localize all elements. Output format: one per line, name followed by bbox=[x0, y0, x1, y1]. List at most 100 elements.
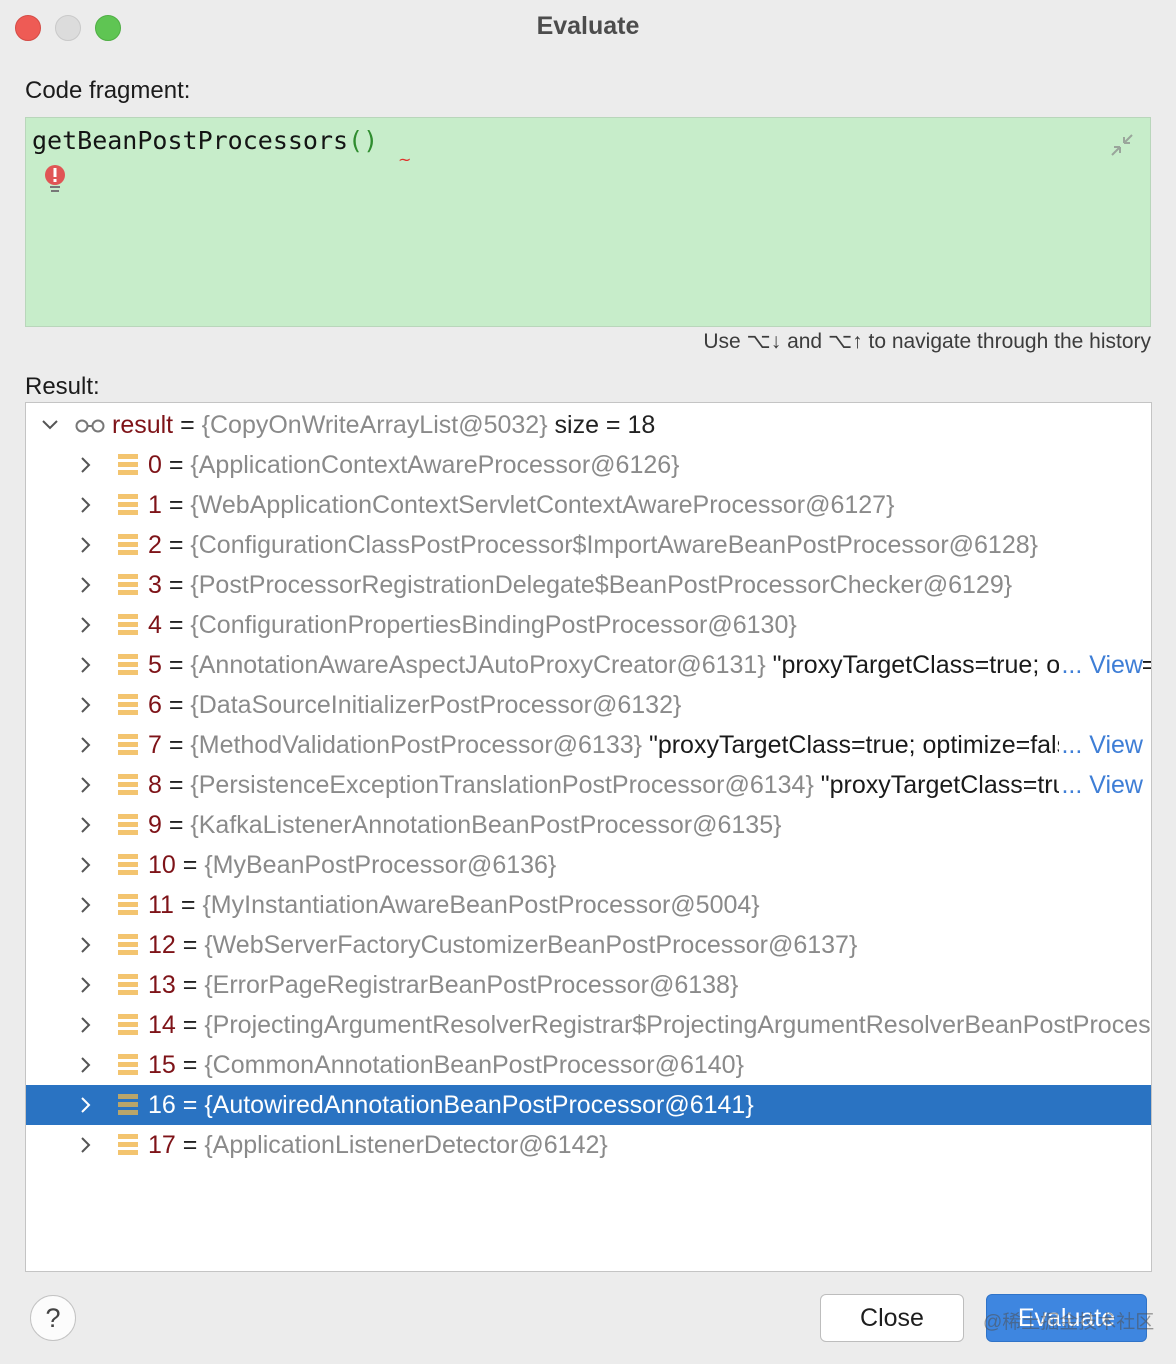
row-index: 17 bbox=[148, 1131, 176, 1159]
row-eq: = bbox=[173, 891, 203, 919]
evaluate-button[interactable]: Evaluate bbox=[986, 1294, 1147, 1342]
row-index: 4 bbox=[148, 611, 162, 639]
root-value: {CopyOnWriteArrayList@5032} bbox=[201, 411, 548, 439]
row-value: {MyInstantiationAwareBeanPostProcessor@5… bbox=[202, 891, 760, 919]
tree-row[interactable]: 14 = {ProjectingArgumentResolverRegistra… bbox=[26, 1005, 1151, 1045]
field-list-icon bbox=[118, 574, 138, 595]
row-eq: = bbox=[161, 531, 191, 559]
row-value: {DataSourceInitializerPostProcessor@6132… bbox=[190, 691, 682, 719]
row-eq: = bbox=[161, 651, 191, 679]
tree-row[interactable]: 17 = {ApplicationListenerDetector@6142} bbox=[26, 1125, 1151, 1165]
view-link[interactable]: ... View bbox=[1059, 651, 1143, 680]
collapse-arrows-icon[interactable] bbox=[1109, 132, 1135, 158]
row-index: 3 bbox=[148, 571, 162, 599]
tree-row[interactable]: 8 = {PersistenceExceptionTranslationPost… bbox=[26, 765, 1151, 805]
field-list-icon bbox=[118, 934, 138, 955]
row-text: 6 = {DataSourceInitializerPostProcessor@… bbox=[148, 691, 681, 720]
tree-row[interactable]: 13 = {ErrorPageRegistrarBeanPostProcesso… bbox=[26, 965, 1151, 1005]
row-value: {AutowiredAnnotationBeanPostProcessor@61… bbox=[204, 1091, 754, 1119]
code-fragment-label: Code fragment: bbox=[25, 77, 191, 104]
row-text: 13 = {ErrorPageRegistrarBeanPostProcesso… bbox=[148, 971, 738, 1000]
window-zoom-button[interactable] bbox=[95, 15, 121, 41]
field-list-icon bbox=[118, 814, 138, 835]
row-eq: = bbox=[161, 771, 191, 799]
chevron-right-icon[interactable] bbox=[76, 895, 96, 915]
tree-row[interactable]: 9 = {KafkaListenerAnnotationBeanPostProc… bbox=[26, 805, 1151, 845]
row-string-value: "proxyTargetClass=true" bbox=[813, 771, 1090, 799]
tree-row[interactable]: 11 = {MyInstantiationAwareBeanPostProces… bbox=[26, 885, 1151, 925]
row-text: 12 = {WebServerFactoryCustomizerBeanPost… bbox=[148, 931, 857, 960]
row-text: 9 = {KafkaListenerAnnotationBeanPostProc… bbox=[148, 811, 781, 840]
row-value: {WebServerFactoryCustomizerBeanPostProce… bbox=[204, 931, 858, 959]
tree-row[interactable]: 16 = {AutowiredAnnotationBeanPostProcess… bbox=[26, 1085, 1151, 1125]
field-list-icon bbox=[118, 654, 138, 675]
row-index: 8 bbox=[148, 771, 162, 799]
row-text: 7 = {MethodValidationPostProcessor@6133}… bbox=[148, 731, 1092, 760]
row-eq: = bbox=[175, 851, 205, 879]
field-list-icon bbox=[118, 734, 138, 755]
chevron-down-icon[interactable] bbox=[40, 415, 60, 435]
tree-row[interactable]: 7 = {MethodValidationPostProcessor@6133}… bbox=[26, 725, 1151, 765]
view-link[interactable]: ... View bbox=[1059, 731, 1143, 760]
window-close-button[interactable] bbox=[15, 15, 41, 41]
row-index: 5 bbox=[148, 651, 162, 679]
tree-row[interactable]: 6 = {DataSourceInitializerPostProcessor@… bbox=[26, 685, 1151, 725]
row-eq: = bbox=[161, 571, 191, 599]
chevron-right-icon[interactable] bbox=[76, 615, 96, 635]
code-fragment-editor[interactable]: getBeanPostProcessors() ~ bbox=[25, 117, 1151, 327]
tree-row[interactable]: 3 = {PostProcessorRegistrationDelegate$B… bbox=[26, 565, 1151, 605]
root-size: size = 18 bbox=[547, 411, 656, 439]
view-link[interactable]: ... View bbox=[1059, 771, 1143, 800]
watermark: @稀土掘金技术社区 bbox=[983, 1312, 1155, 1333]
result-label: Result: bbox=[25, 373, 100, 400]
row-index: 10 bbox=[148, 851, 176, 879]
row-value: {KafkaListenerAnnotationBeanPostProcesso… bbox=[190, 811, 782, 839]
chevron-right-icon[interactable] bbox=[76, 1015, 96, 1035]
help-button[interactable]: ? bbox=[30, 1295, 76, 1341]
chevron-right-icon[interactable] bbox=[76, 975, 96, 995]
row-index: 13 bbox=[148, 971, 176, 999]
close-button[interactable]: Close bbox=[820, 1294, 964, 1342]
root-eq: = bbox=[173, 411, 202, 439]
chevron-right-icon[interactable] bbox=[76, 495, 96, 515]
chevron-right-icon[interactable] bbox=[76, 735, 96, 755]
row-value: {AnnotationAwareAspectJAutoProxyCreator@… bbox=[190, 651, 766, 679]
chevron-right-icon[interactable] bbox=[76, 1055, 96, 1075]
row-text: 8 = {PersistenceExceptionTranslationPost… bbox=[148, 771, 1089, 800]
row-value: {MyBeanPostProcessor@6136} bbox=[204, 851, 557, 879]
window-minimize-button[interactable] bbox=[55, 15, 81, 41]
row-eq: = bbox=[175, 1091, 205, 1119]
chevron-right-icon[interactable] bbox=[76, 815, 96, 835]
code-text: getBeanPostProcessors() bbox=[32, 126, 378, 155]
tree-row[interactable]: 1 = {WebApplicationContextServletContext… bbox=[26, 485, 1151, 525]
row-index: 16 bbox=[148, 1091, 176, 1119]
chevron-right-icon[interactable] bbox=[76, 775, 96, 795]
window-title: Evaluate bbox=[536, 12, 640, 40]
chevron-right-icon[interactable] bbox=[76, 535, 96, 555]
row-text: 0 = {ApplicationContextAwareProcessor@61… bbox=[148, 451, 680, 480]
tree-row[interactable]: 12 = {WebServerFactoryCustomizerBeanPost… bbox=[26, 925, 1151, 965]
tree-row[interactable]: 5 = {AnnotationAwareAspectJAutoProxyCrea… bbox=[26, 645, 1151, 685]
tree-row[interactable]: 2 = {ConfigurationClassPostProcessor$Imp… bbox=[26, 525, 1151, 565]
field-list-icon bbox=[118, 974, 138, 995]
chevron-right-icon[interactable] bbox=[76, 935, 96, 955]
chevron-right-icon[interactable] bbox=[76, 455, 96, 475]
error-bulb-icon[interactable] bbox=[43, 164, 67, 196]
tree-row[interactable]: 15 = {CommonAnnotationBeanPostProcessor@… bbox=[26, 1045, 1151, 1085]
chevron-right-icon[interactable] bbox=[76, 695, 96, 715]
result-tree[interactable]: result = {CopyOnWriteArrayList@5032} siz… bbox=[25, 402, 1152, 1272]
chevron-right-icon[interactable] bbox=[76, 855, 96, 875]
chevron-right-icon[interactable] bbox=[76, 1095, 96, 1115]
chevron-right-icon[interactable] bbox=[76, 1135, 96, 1155]
tree-row[interactable]: 0 = {ApplicationContextAwareProcessor@61… bbox=[26, 445, 1151, 485]
tree-row[interactable]: 4 = {ConfigurationPropertiesBindingPostP… bbox=[26, 605, 1151, 645]
tree-row[interactable]: 10 = {MyBeanPostProcessor@6136} bbox=[26, 845, 1151, 885]
field-list-icon bbox=[118, 454, 138, 475]
chevron-right-icon[interactable] bbox=[76, 655, 96, 675]
chevron-right-icon[interactable] bbox=[76, 575, 96, 595]
row-text: 14 = {ProjectingArgumentResolverRegistra… bbox=[148, 1011, 1151, 1040]
row-index: 0 bbox=[148, 451, 162, 479]
tree-root-row[interactable]: result = {CopyOnWriteArrayList@5032} siz… bbox=[26, 405, 1151, 445]
row-value: {MethodValidationPostProcessor@6133} bbox=[190, 731, 642, 759]
field-list-icon bbox=[118, 1094, 138, 1115]
